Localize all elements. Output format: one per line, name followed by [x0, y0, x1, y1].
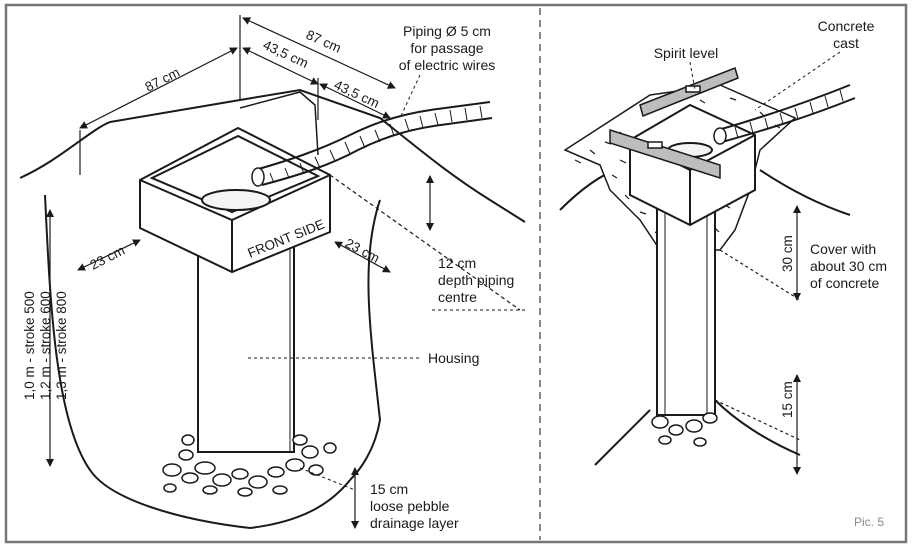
dim-87-top-label: 87 cm	[304, 27, 344, 56]
spirit-level-label: Spirit level	[654, 45, 719, 61]
housing-label: Housing	[428, 350, 479, 366]
cover-label-line-3: of concrete	[810, 275, 879, 291]
piping-label-line-1: Piping Ø 5 cm	[403, 23, 491, 39]
piping-label-line-2: for passage	[410, 40, 483, 56]
pebble-layer	[162, 434, 337, 497]
pebble-label-line-2: loose pebble	[370, 498, 450, 514]
dimension-lines-left	[46, 15, 521, 529]
housing-tube-right	[656, 204, 716, 416]
dim-43-b-label: 43,5 cm	[332, 77, 382, 111]
outer-frame	[4, 3, 908, 544]
concrete-label-line-2: cast	[833, 35, 859, 51]
cover-label-line-2: about 30 cm	[810, 258, 887, 274]
pebble-layer-right	[651, 412, 718, 447]
depth-label-line-2: depth piping	[438, 272, 514, 288]
dim-30-label: 30 cm	[780, 235, 795, 272]
dim-23-left-label: 23 cm	[88, 243, 128, 273]
leader-lines-right	[689, 51, 841, 111]
pebble-label-line-1: 15 cm	[370, 481, 408, 497]
concrete-label-line-1: Concrete	[818, 18, 875, 34]
pebble-label-line-3: drainage layer	[370, 515, 459, 531]
dim-87-left-label: 87 cm	[143, 65, 183, 95]
depth-label-line-3: centre	[438, 289, 477, 305]
housing-tube	[197, 239, 295, 453]
dim-43-a-label: 43,5 cm	[261, 37, 311, 71]
piping-left	[251, 101, 493, 187]
leader-lines-left	[248, 74, 526, 491]
depth-label-line-1: 12 cm	[438, 255, 476, 271]
piping-right	[713, 84, 856, 145]
connection-box	[139, 91, 331, 274]
piping-label-line-3: of electric wires	[399, 57, 495, 73]
height-label-line-2: 1,2 m - stroke 600	[38, 291, 53, 400]
dim-15-label: 15 cm	[780, 381, 795, 418]
height-label-line-1: 1,0 m - stroke 500	[22, 291, 37, 400]
height-label-line-3: 1,3 m - stroke 800	[54, 291, 69, 400]
dim-23-right-label: 23 cm	[343, 235, 383, 266]
spirit-level-bars	[609, 67, 739, 180]
dimension-lines-right	[714, 205, 801, 475]
cover-label-line-1: Cover with	[810, 241, 876, 257]
pic-label: Pic. 5	[854, 515, 884, 529]
